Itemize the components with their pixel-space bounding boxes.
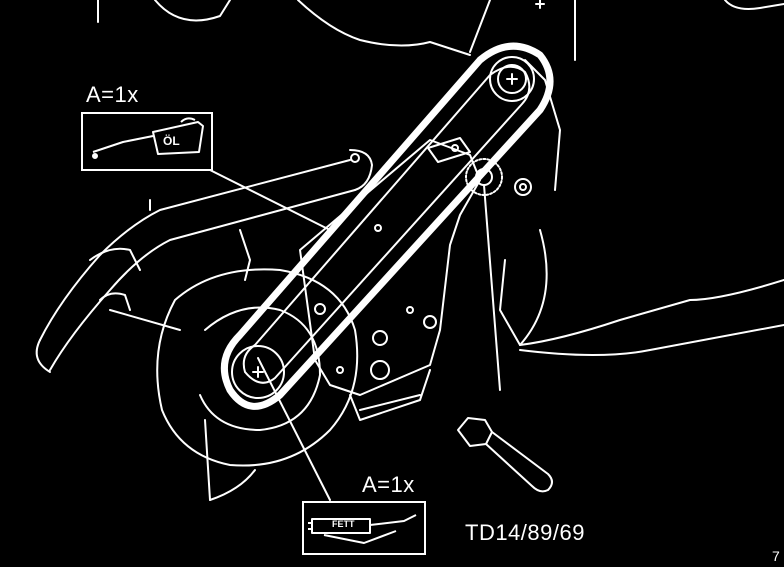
mounting-plate <box>299 137 481 421</box>
frame-arm <box>35 149 373 501</box>
center-marks <box>252 73 518 378</box>
chain-loop <box>220 42 554 410</box>
wheel <box>156 268 359 467</box>
grease-gun-text: FETT <box>332 519 355 529</box>
corner-mark: 7 <box>772 548 781 564</box>
grease-gun-callout: FETT <box>302 501 426 555</box>
oil-can-icon <box>92 117 204 159</box>
wrench-icon <box>457 417 553 493</box>
grease-quantity-label: A=1x <box>362 472 415 497</box>
oil-can-callout: ÖL <box>81 112 213 171</box>
oil-can-text: ÖL <box>163 134 180 148</box>
grease-gun-icon <box>308 514 417 544</box>
oil-quantity-label: A=1x <box>86 82 139 107</box>
leader-lines <box>209 169 501 501</box>
machine-housing <box>97 0 784 356</box>
drawing-reference: TD14/89/69 <box>465 520 585 545</box>
